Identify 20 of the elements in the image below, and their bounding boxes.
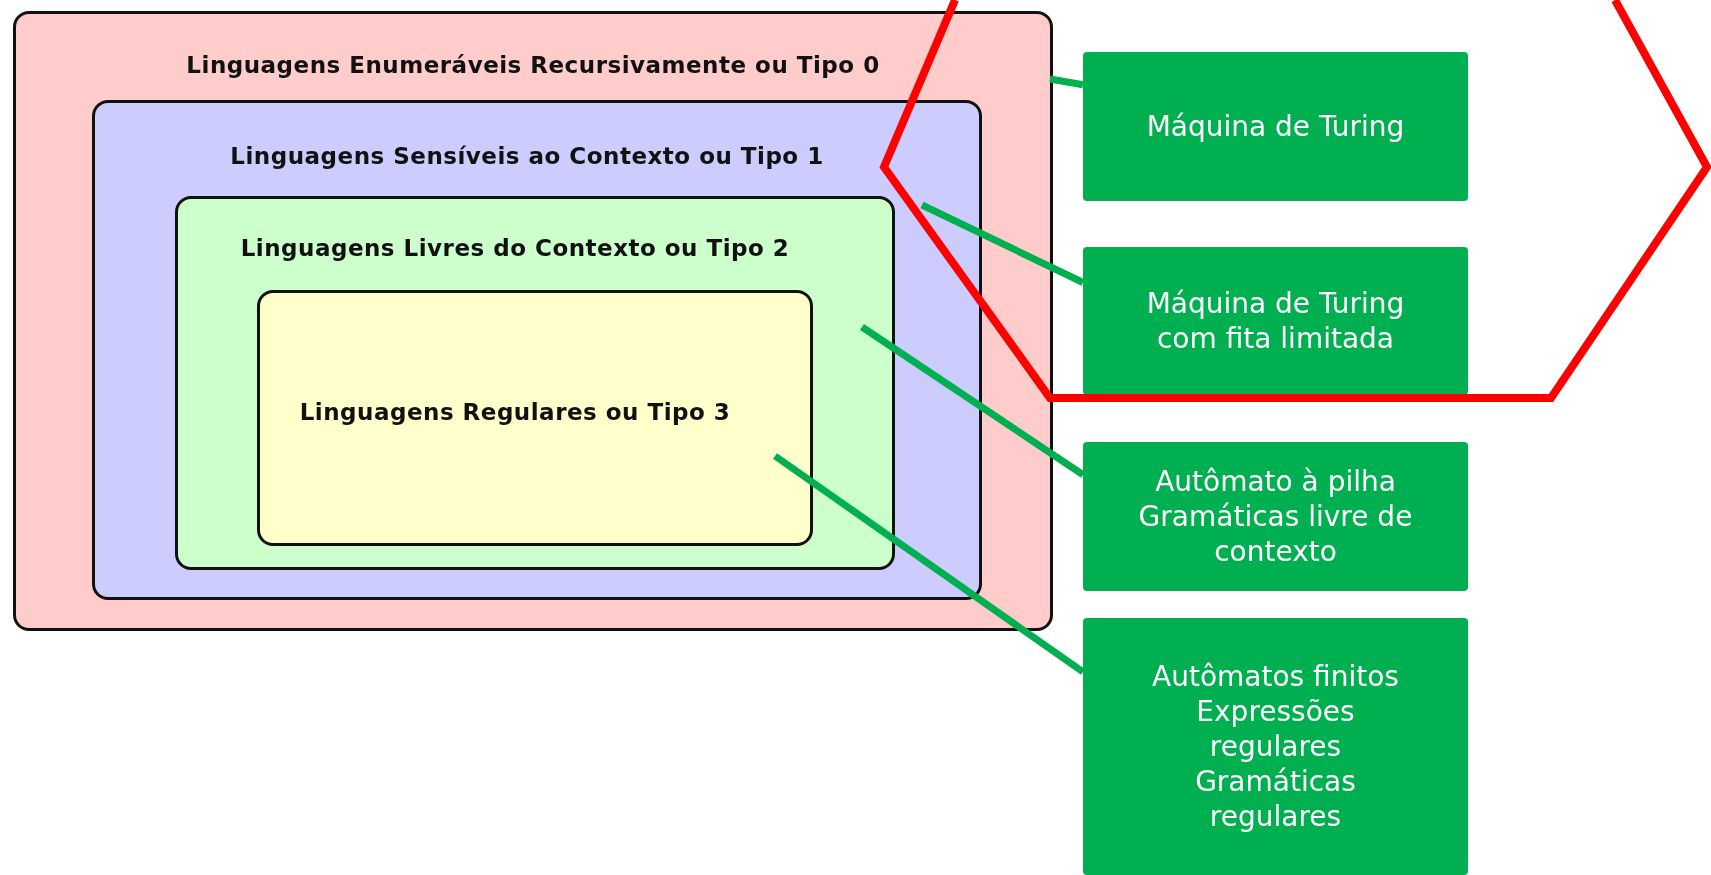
class-label: Linguagens Sensíveis ao Contexto ou Tipo 1	[230, 143, 825, 169]
automaton-label: Máquina de Turing com fita limitada	[1145, 286, 1406, 356]
language-class-box	[92, 100, 982, 600]
automaton-box	[1083, 52, 1468, 201]
language-class-box	[257, 290, 813, 546]
connector-line	[920, 201, 1085, 286]
language-class-box	[13, 11, 1053, 631]
automaton-label: Máquina de Turing	[1146, 109, 1405, 144]
connector-line	[773, 453, 1085, 675]
class-label: Linguagens Enumeráveis Recursivamente ou Tipo 0	[186, 52, 880, 78]
automaton-label: Autômato à pilha Gramáticas livre de contexto	[1137, 464, 1414, 569]
connector-line	[1049, 75, 1084, 89]
automaton-box	[1083, 618, 1468, 875]
language-class-box	[175, 196, 895, 570]
automaton-box	[1083, 247, 1468, 395]
automaton-label: Autômatos finitos Expressões regulares Gramáticas regulares	[1151, 659, 1400, 834]
automaton-box	[1083, 442, 1468, 591]
class-label: Linguagens Livres do Contexto ou Tipo 2	[240, 235, 791, 261]
class-label: Linguagens Regulares ou Tipo 3	[299, 399, 732, 425]
connector-line	[860, 324, 1085, 478]
